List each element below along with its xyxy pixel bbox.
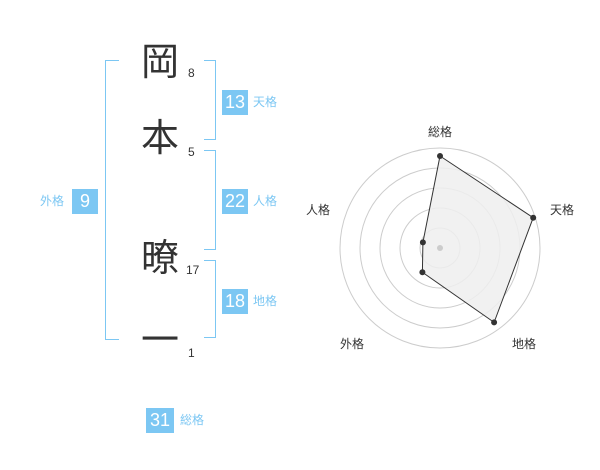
stroke-count-1: 8 [188,66,195,80]
gaikaku-bracket [105,60,119,340]
jinkaku-label: 人格 [253,194,278,208]
radar-points [419,153,537,326]
radar-point-5 [419,239,426,246]
radar-label-soukaku: 総格 [427,125,452,139]
radar-label-gaikaku: 外格 [339,337,364,351]
gaikaku-label: 外格 [40,194,65,208]
radar-point-2 [530,214,537,221]
stroke-count-2: 5 [188,145,195,159]
name-char-2: 本 [140,116,179,160]
stroke-count-3: 17 [186,263,200,277]
tenkaku-label: 天格 [253,95,278,109]
tenkaku-bracket [204,60,216,140]
chikaku-bracket [204,260,216,338]
stroke-count-4: 1 [188,346,195,360]
radar-point-1 [437,153,443,159]
jinkaku-value: 22 [222,189,248,214]
soukaku-value: 31 [146,408,174,433]
radar-label-chikaku: 地格 [511,337,536,351]
radar-label-tenkaku: 天格 [549,203,574,217]
radar-label-jinkaku: 人格 [305,203,330,217]
tenkaku-value: 13 [222,90,248,115]
name-char-4: 一 [140,318,179,362]
name-char-3: 暸 [140,236,179,280]
radar-polygon [421,155,534,324]
name-char-1: 岡 [140,40,179,84]
radar-ring [339,147,541,349]
radar-center-dot [437,245,443,251]
jinkaku-bracket [204,150,216,250]
gaikaku-value: 9 [72,189,98,214]
radar-point-4 [419,269,426,276]
radar-point-3 [491,319,498,326]
chikaku-label: 地格 [253,294,278,308]
soukaku-label: 総格 [180,413,205,427]
chikaku-value: 18 [222,289,248,314]
